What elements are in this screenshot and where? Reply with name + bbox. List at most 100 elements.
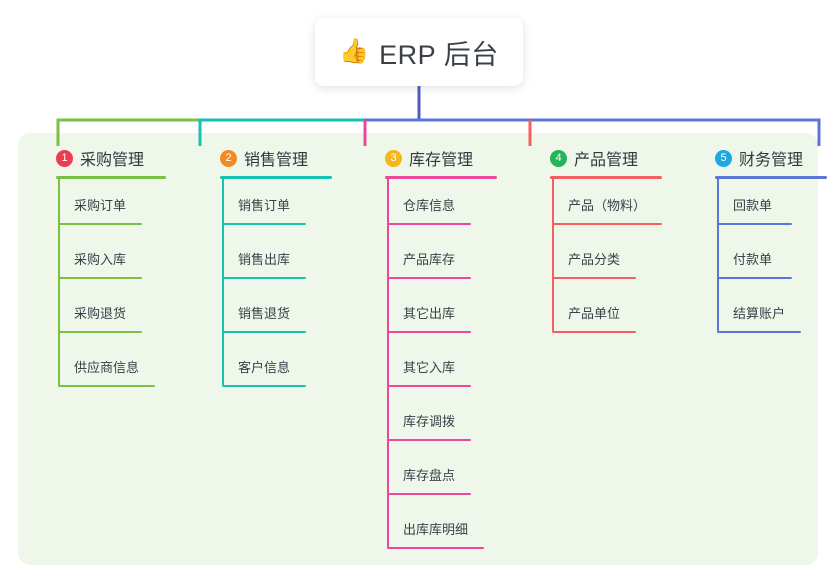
- branch-column-1: 1 采购管理采购订单采购入库采购退货供应商信息: [36, 146, 166, 395]
- branch-title: 采购管理: [80, 152, 145, 169]
- branch-header-underline: [56, 176, 166, 179]
- leaf-item-underline: [717, 223, 792, 225]
- branch-header-underline: [550, 176, 662, 179]
- branch-column-5: 5 财务管理回款单付款单结算账户: [695, 146, 827, 341]
- leaf-item-label: 库存调拨: [403, 414, 456, 429]
- leaf-item[interactable]: 付款单: [695, 233, 827, 287]
- branch-items: 销售订单销售出库销售退货客户信息: [200, 179, 332, 395]
- leaf-item-label: 产品库存: [403, 252, 456, 267]
- leaf-item[interactable]: 回款单: [695, 179, 827, 233]
- leaf-item[interactable]: 客户信息: [200, 341, 332, 395]
- leaf-item-label: 销售退货: [238, 306, 291, 321]
- leaf-item-underline: [387, 223, 471, 225]
- branch-header-5[interactable]: 5 财务管理: [695, 146, 827, 170]
- leaf-item-label: 仓库信息: [403, 198, 456, 213]
- branch-header-1[interactable]: 1 采购管理: [36, 146, 166, 170]
- leaf-item-label: 产品单位: [568, 306, 621, 321]
- leaf-item[interactable]: 产品（物料）: [530, 179, 662, 233]
- leaf-item[interactable]: 库存调拨: [365, 395, 497, 449]
- leaf-item-underline: [387, 277, 471, 279]
- branch-items: 产品（物料） 产品分类产品单位: [530, 179, 662, 341]
- leaf-item-underline: [222, 277, 306, 279]
- leaf-item-label: 产品分类: [568, 252, 621, 267]
- leaf-item-underline: [387, 331, 471, 333]
- leaf-item-label: 供应商信息: [74, 360, 140, 375]
- leaf-item-label: 采购退货: [74, 306, 127, 321]
- branch-title: 销售管理: [244, 152, 309, 169]
- leaf-item-underline: [58, 385, 155, 387]
- leaf-item-label: 销售订单: [238, 198, 291, 213]
- leaf-item-label: 采购入库: [74, 252, 127, 267]
- branch-header-underline: [220, 176, 332, 179]
- leaf-item-label: 回款单: [733, 198, 773, 213]
- leaf-item[interactable]: 结算账户: [695, 287, 827, 341]
- branch-items: 回款单付款单结算账户: [695, 179, 827, 341]
- leaf-item-underline: [58, 331, 142, 333]
- leaf-item[interactable]: 采购退货: [36, 287, 166, 341]
- leaf-item-label: 采购订单: [74, 198, 127, 213]
- leaf-item[interactable]: 供应商信息: [36, 341, 166, 395]
- leaf-item-underline: [552, 223, 662, 225]
- branch-items: 采购订单采购入库采购退货供应商信息: [36, 179, 166, 395]
- leaf-item-underline: [717, 331, 801, 333]
- leaf-item-underline: [222, 223, 306, 225]
- leaf-item-underline: [58, 277, 142, 279]
- branch-items: 仓库信息产品库存其它出库其它入库库存调拨库存盘点出库库明细: [365, 179, 497, 557]
- leaf-item-label: 产品（物料）: [568, 198, 647, 213]
- thumbs-up-icon: 👍: [339, 38, 370, 65]
- leaf-item[interactable]: 仓库信息: [365, 179, 497, 233]
- leaf-item[interactable]: 出库库明细: [365, 503, 497, 557]
- leaf-item[interactable]: 产品单位: [530, 287, 662, 341]
- leaf-item-label: 结算账户: [733, 306, 786, 321]
- branch-number-badge: 2: [220, 149, 237, 167]
- branch-header-4[interactable]: 4 产品管理: [530, 146, 662, 170]
- leaf-item-underline: [387, 493, 471, 495]
- branch-spine: [717, 179, 719, 331]
- leaf-item-label: 其它出库: [403, 306, 456, 321]
- branch-number-badge: 4: [550, 149, 567, 167]
- leaf-item-underline: [552, 331, 636, 333]
- leaf-item[interactable]: 其它出库: [365, 287, 497, 341]
- leaf-item-underline: [58, 223, 142, 225]
- leaf-item-label: 出库库明细: [403, 522, 469, 537]
- leaf-item-label: 付款单: [733, 252, 773, 267]
- branch-number-badge: 3: [385, 149, 402, 167]
- leaf-item-underline: [717, 277, 792, 279]
- branch-number-badge: 5: [715, 149, 732, 167]
- branch-header-underline: [715, 176, 827, 179]
- branch-title: 产品管理: [574, 152, 639, 169]
- leaf-item-underline: [222, 385, 306, 387]
- branch-column-2: 2 销售管理销售订单销售出库销售退货客户信息: [200, 146, 332, 395]
- root-node-card[interactable]: 👍 ERP 后台: [315, 18, 523, 86]
- leaf-item-underline: [387, 385, 471, 387]
- leaf-item-label: 客户信息: [238, 360, 291, 375]
- leaf-item-underline: [387, 547, 484, 549]
- branch-title: 财务管理: [739, 152, 804, 169]
- branch-header-3[interactable]: 3 库存管理: [365, 146, 497, 170]
- leaf-item-label: 其它入库: [403, 360, 456, 375]
- leaf-item[interactable]: 产品库存: [365, 233, 497, 287]
- root-node-title: ERP 后台: [379, 39, 499, 70]
- leaf-item-underline: [552, 277, 636, 279]
- branch-spine: [222, 179, 224, 385]
- branch-header-underline: [385, 176, 497, 179]
- branch-header-2[interactable]: 2 销售管理: [200, 146, 332, 170]
- branch-title: 库存管理: [409, 152, 474, 169]
- branch-spine: [552, 179, 554, 331]
- branch-column-3: 3 库存管理仓库信息产品库存其它出库其它入库库存调拨库存盘点出库库明细: [365, 146, 497, 557]
- leaf-item[interactable]: 产品分类: [530, 233, 662, 287]
- leaf-item[interactable]: 库存盘点: [365, 449, 497, 503]
- branch-number-badge: 1: [56, 149, 73, 167]
- leaf-item-underline: [222, 331, 306, 333]
- leaf-item[interactable]: 其它入库: [365, 341, 497, 395]
- leaf-item[interactable]: 采购订单: [36, 179, 166, 233]
- leaf-item-label: 库存盘点: [403, 468, 456, 483]
- branch-spine: [387, 179, 389, 547]
- leaf-item[interactable]: 采购入库: [36, 233, 166, 287]
- leaf-item[interactable]: 销售退货: [200, 287, 332, 341]
- branch-column-4: 4 产品管理产品（物料） 产品分类产品单位: [530, 146, 662, 341]
- leaf-item[interactable]: 销售订单: [200, 179, 332, 233]
- leaf-item[interactable]: 销售出库: [200, 233, 332, 287]
